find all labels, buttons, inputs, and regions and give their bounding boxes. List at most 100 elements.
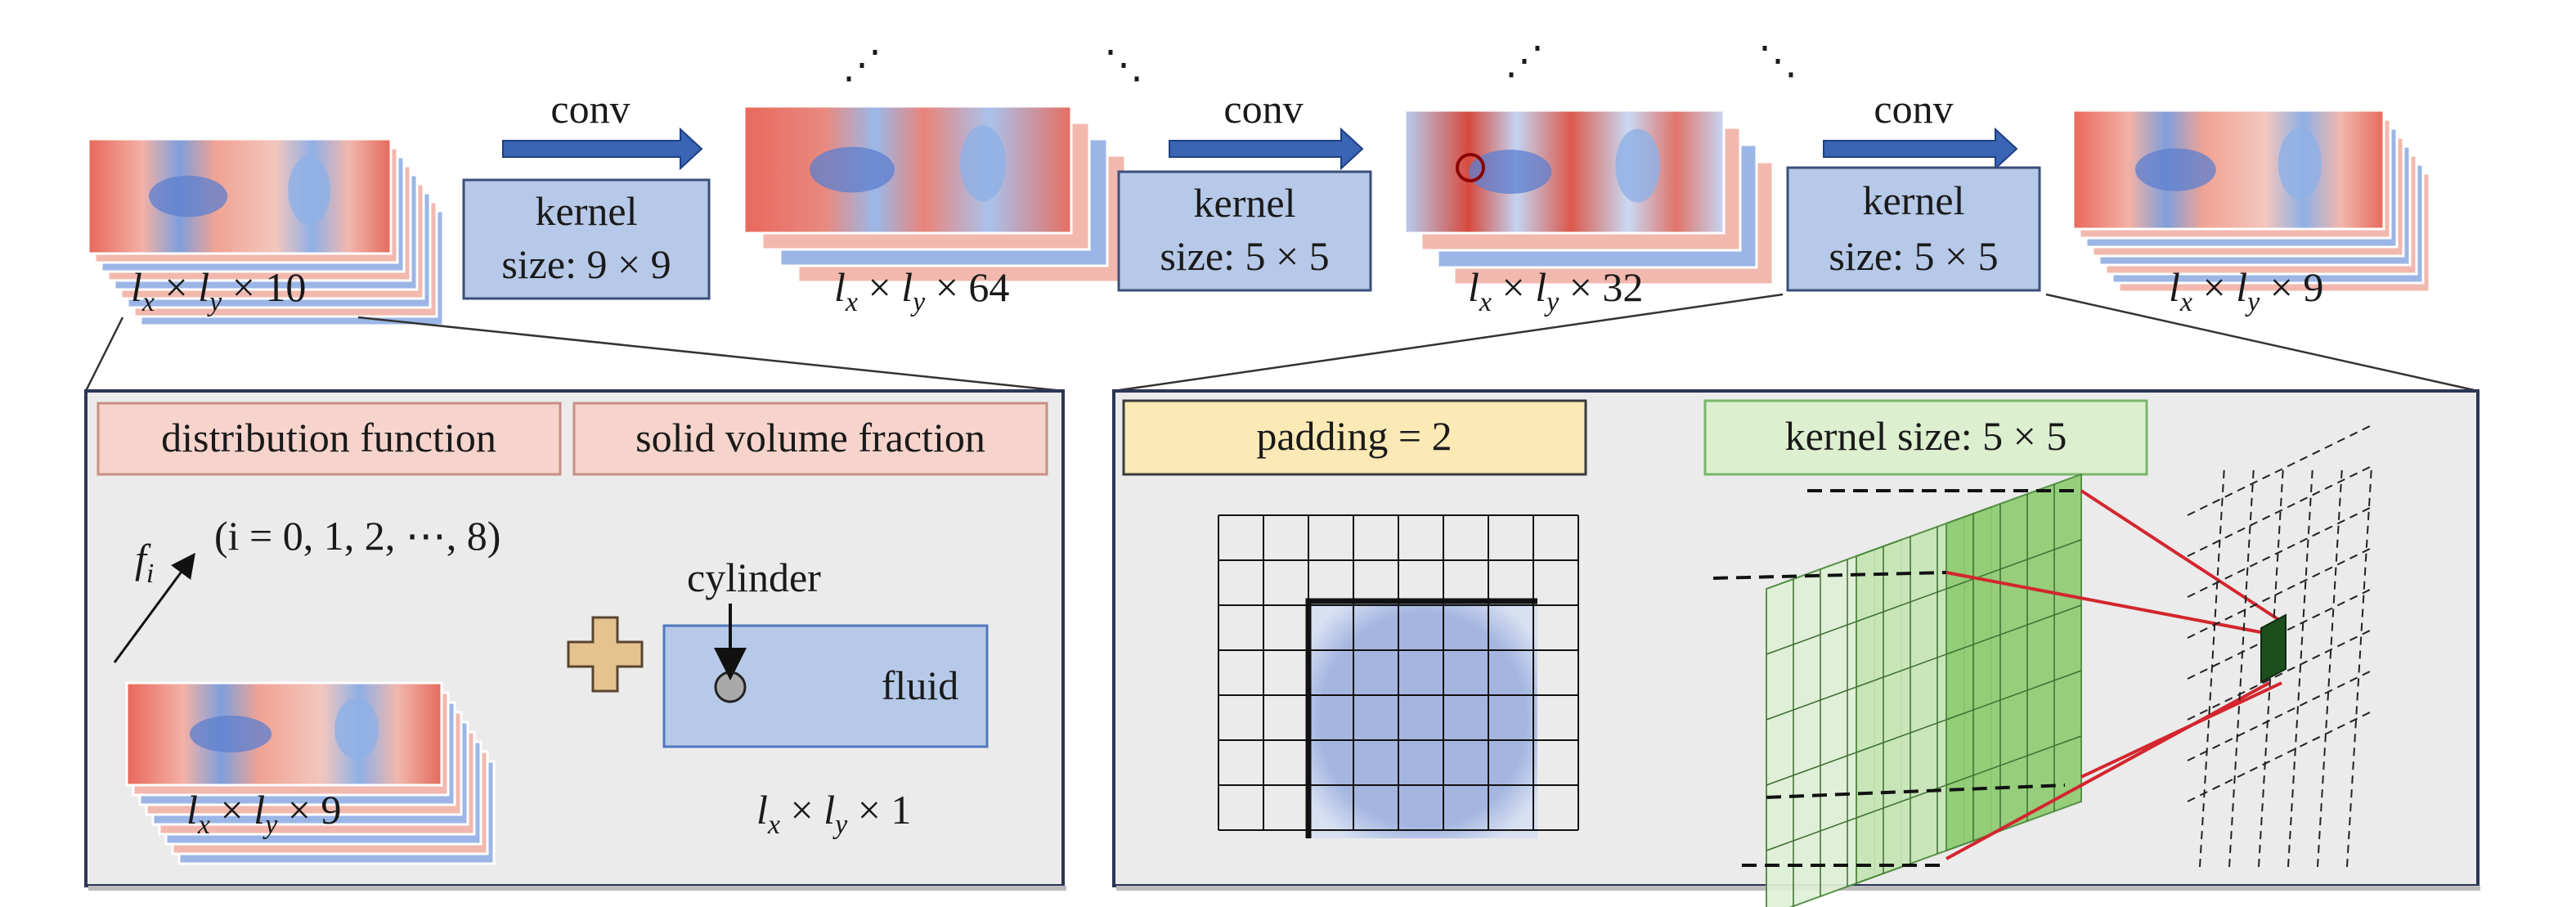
conv-label-3: conv bbox=[1874, 86, 1953, 132]
fi-axis-arrow bbox=[113, 552, 195, 663]
vortex-blob bbox=[334, 698, 379, 760]
ellipsis-dots-a: ⋰ bbox=[842, 43, 882, 87]
vortex-blob bbox=[189, 716, 272, 752]
kernel-edge-dash bbox=[1712, 571, 1947, 580]
field-slice bbox=[2071, 109, 2385, 231]
target-grid-line bbox=[2187, 465, 2372, 557]
dim-label-2: lx × ly × 64 bbox=[834, 264, 1009, 317]
vortex-blob bbox=[2135, 148, 2216, 191]
kernel-size-1: size: 9 × 9 bbox=[501, 241, 671, 287]
stack-output-9ch bbox=[2071, 109, 2431, 294]
kernel-edge-dash bbox=[1766, 784, 2066, 799]
conv-label-2: conv bbox=[1223, 86, 1303, 132]
conv-arrow-1: conv bbox=[502, 86, 703, 171]
kernel-sheets bbox=[1712, 473, 2283, 907]
target-grid-line bbox=[2187, 629, 2372, 721]
ellipsis-dots-c: ⋰ bbox=[1505, 39, 1544, 83]
kernel-sheet bbox=[1945, 473, 2082, 852]
svg-text:distribution function: distribution function bbox=[161, 415, 496, 460]
tag-distribution-function: distribution function bbox=[96, 402, 562, 476]
tag-solid-volume-fraction: solid volume fraction bbox=[572, 402, 1048, 476]
vortex-blob bbox=[149, 175, 228, 218]
kernel-box-1: kernel size: 9 × 9 bbox=[462, 178, 711, 300]
kernel-box-3: kernel size: 5 × 5 bbox=[1786, 166, 2041, 292]
field-slice bbox=[1403, 109, 1726, 235]
field-slice bbox=[125, 681, 443, 787]
dim-label-3: lx × ly × 32 bbox=[1468, 264, 1643, 317]
dim-1-mid: × bbox=[155, 264, 198, 310]
target-grid-line bbox=[2228, 465, 2255, 868]
dim-label-4: lx × ly × 9 bbox=[2169, 264, 2323, 317]
vortex-blob bbox=[960, 125, 1006, 202]
svg-text:padding = 2: padding = 2 bbox=[1256, 413, 1452, 459]
stack-input-10ch bbox=[87, 137, 445, 327]
kernel-word-2: kernel bbox=[1194, 180, 1296, 226]
ellipsis-dots-d: ⋱ bbox=[1758, 39, 1797, 83]
cylinder-label: cylinder bbox=[687, 555, 821, 600]
stack-hidden-32ch: ⋰ ⋱ bbox=[1403, 39, 1797, 286]
padding-grid bbox=[1218, 514, 1579, 838]
dim-label-1: lx × ly × 10 bbox=[131, 264, 306, 317]
target-grid-line bbox=[2317, 465, 2343, 868]
svg-text:lx × ly × 32: lx × ly × 32 bbox=[1468, 264, 1643, 317]
dim-2-mid: × bbox=[858, 264, 901, 310]
kernel-size-2: size: 5 × 5 bbox=[1160, 233, 1329, 279]
plus-icon bbox=[567, 616, 644, 693]
svg-text:solid volume fraction: solid volume fraction bbox=[635, 415, 985, 460]
kernel-box-2: kernel size: 5 × 5 bbox=[1117, 170, 1372, 292]
kernel-grid-line bbox=[1945, 670, 2082, 721]
kernel-size-3: size: 5 × 5 bbox=[1829, 233, 1998, 279]
distribution-stack bbox=[125, 681, 496, 865]
conv-arrow-2: conv bbox=[1169, 86, 1364, 171]
target-grid-line bbox=[2287, 465, 2313, 868]
conv-label-1: conv bbox=[550, 86, 630, 132]
dim-3-end: × 32 bbox=[1559, 264, 1643, 310]
fluid-domain-box: fluid bbox=[662, 624, 989, 748]
target-grid-line bbox=[2187, 547, 2372, 639]
vortex-blob bbox=[810, 146, 895, 193]
output-cell bbox=[2260, 613, 2287, 684]
target-grid-line bbox=[2187, 711, 2372, 802]
zoom-lines bbox=[84, 293, 2479, 393]
kernel-grid-line bbox=[1945, 735, 2082, 786]
index-range-label: (i = 0, 1, 2, ⋯, 8) bbox=[214, 513, 500, 559]
target-grid-line bbox=[2187, 506, 2372, 598]
svg-text:lx × ly × 64: lx × ly × 64 bbox=[834, 264, 1009, 317]
cylinder-icon bbox=[714, 671, 747, 703]
svg-text:kernel size: 5 × 5: kernel size: 5 × 5 bbox=[1785, 413, 2067, 459]
stack-dim-label: lx × ly × 9 bbox=[186, 787, 341, 840]
tag-padding: padding = 2 bbox=[1122, 399, 1587, 476]
kernel-word-1: kernel bbox=[536, 188, 638, 234]
vortex-blob bbox=[2278, 128, 2322, 200]
dim-4-end: × 9 bbox=[2260, 264, 2323, 310]
target-grid-line bbox=[2346, 465, 2372, 868]
target-grid-line bbox=[2187, 424, 2372, 516]
dim-2-end: × 64 bbox=[925, 264, 1009, 310]
field-slice bbox=[87, 137, 393, 255]
fluid-label: fluid bbox=[882, 662, 958, 708]
target-grid-line bbox=[2199, 465, 2225, 868]
vortex-blob bbox=[288, 156, 330, 225]
svg-text:lx × ly × 9: lx × ly × 9 bbox=[2169, 264, 2323, 317]
cylinder-marker bbox=[1456, 153, 1485, 182]
convolution-detail-panel: padding = 2 kernel size: 5 × 5 bbox=[1112, 389, 2480, 907]
field-slice bbox=[743, 105, 1073, 235]
ellipsis-dots-b: ⋱ bbox=[1104, 43, 1143, 87]
target-grid-line bbox=[2187, 670, 2372, 761]
feature-map-grid bbox=[2187, 424, 2372, 868]
conv-arrow-3: conv bbox=[1823, 86, 2018, 171]
svg-text:lx × ly × 10: lx × ly × 10 bbox=[131, 264, 306, 317]
kernel-grid-line bbox=[1945, 539, 2082, 590]
dim-4-mid: × bbox=[2192, 264, 2236, 310]
projection-line bbox=[2080, 489, 2283, 623]
dim-3-mid: × bbox=[1492, 264, 1535, 310]
vortex-blob bbox=[1469, 150, 1552, 194]
kernel-grid-line bbox=[1945, 604, 2082, 655]
projection-line bbox=[1945, 681, 2270, 860]
input-composition-panel: distribution function solid volume fract… bbox=[84, 389, 1066, 891]
kernel-word-3: kernel bbox=[1863, 177, 1965, 223]
fluid-dim-label: lx × ly × 1 bbox=[756, 787, 911, 840]
vortex-blob bbox=[1615, 128, 1660, 203]
tag-kernel-size: kernel size: 5 × 5 bbox=[1703, 399, 2148, 476]
